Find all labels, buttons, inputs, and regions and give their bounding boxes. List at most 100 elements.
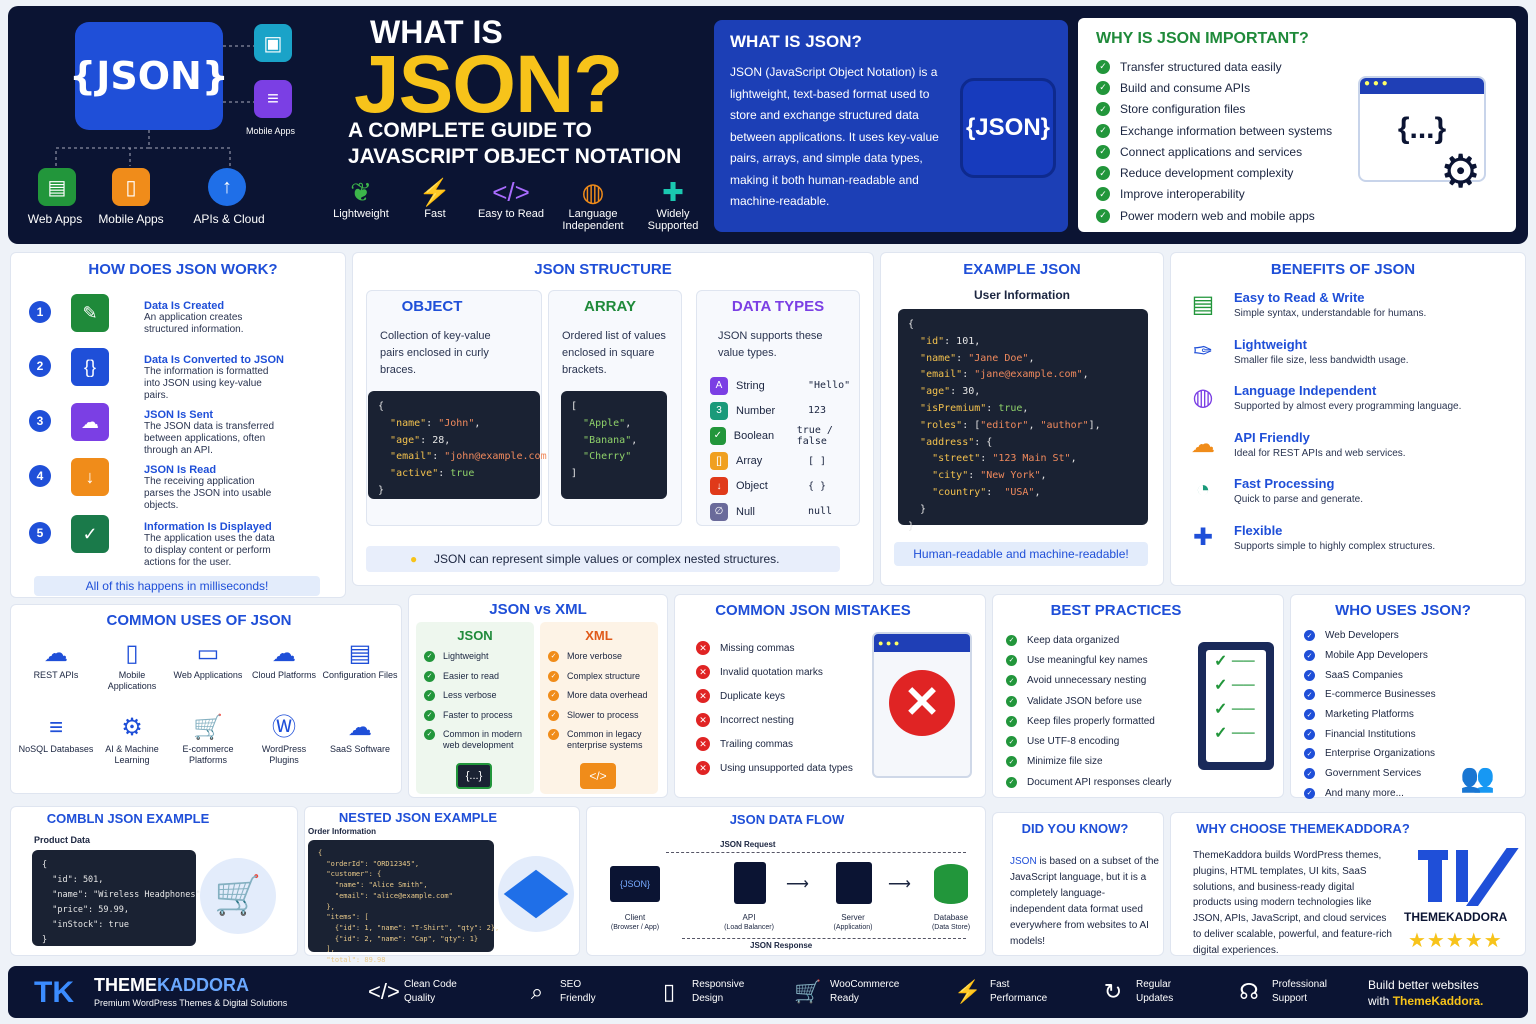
check-icon: ✓ [548,709,559,721]
check-icon: ✓ [1304,650,1315,662]
x-icon: ✕ [696,737,710,751]
section-title: COMMON USES OF JSON [106,612,292,629]
hero-title-big: JSON? [354,39,623,130]
x-icon: ✕ [696,665,710,679]
check-icon: ✓ [548,690,559,701]
section-title: EXAMPLE JSON [963,261,1081,278]
use-icon: ▯ [125,640,139,667]
section-title: NESTED JSON EXAMPLE [338,810,498,825]
datatype-icon: 3 [710,401,728,420]
choose-text: ThemeKaddora builds WordPress themes, pl… [1193,850,1392,956]
who-item: ✓E-commerce Businesses [1304,685,1504,705]
who-item: ✓And many more... [1304,784,1504,804]
gear-icon: ⚙ [1440,145,1482,197]
feature-item: ❦Lightweight [324,176,398,220]
datatype-icon: ↓ [710,477,728,496]
step-number: 2 [29,355,51,377]
xml-code-icon: </> [580,763,616,789]
common-example-subtitle: Product Data [34,835,91,845]
mistake-item: ✕Trailing commas [696,732,866,756]
did-you-know-card [992,812,1164,956]
best-practice-item: ✓Use UTF-8 encoding [1006,731,1196,751]
who-item: ✓SaaS Companies [1304,665,1504,685]
section-title: COMBLN JSON EXAMPLE [46,811,210,826]
what-text: JSON (JavaScript Object Notation) is a l… [730,65,939,208]
json-logo: {JSON} [69,22,229,130]
section-title: JSON STRUCTURE [534,261,672,278]
check-icon: ✓ [1006,654,1017,666]
flow-node: API(Load Balancer) [724,913,774,931]
product-code: { "id": 501, "name": "Wireless Headphone… [32,850,206,946]
use-item: ⚙AI & Machine Learning [94,712,170,766]
check-icon: ✓ [424,651,435,662]
step-number: 1 [29,301,51,323]
section-title: COMMON JSON MISTAKES [715,602,911,619]
target-label: APIs & Cloud [193,212,265,226]
phone-icon: ▯ [112,168,150,206]
clipboard-icon: ✓ ──✓ ──✓ ──✓ ── [1198,642,1274,770]
who-uses-card [1290,594,1526,798]
datatypes-title: DATA TYPES [731,298,825,315]
document-icon: ▤ [1191,291,1215,318]
check-icon: ✓ [1096,59,1110,74]
check-icon: ✓ [1096,144,1110,159]
check-icon: ✓ [1304,768,1315,780]
feature-item: ✚Widely Supported [636,176,710,232]
best-list: ✓Keep data organized✓Use meaningful key … [1006,630,1196,792]
best-practice-item: ✓Minimize file size [1006,752,1196,772]
refresh-icon: ↻ [1103,979,1123,1004]
check-icon: ✓ [1006,634,1017,646]
comparison-item: ✓Complex structure [548,670,650,691]
use-item: ▯Mobile Applications [94,638,170,692]
comparison-item: ✓More verbose [548,651,650,671]
lightning-icon: ⚡ [418,177,452,207]
comparison-item: ✓Faster to process [424,709,526,730]
step-number: 5 [29,522,51,544]
datatype-icon: ∅ [710,502,728,521]
nested-subtitle: Order Information [308,827,377,836]
object-title: OBJECT [401,298,463,315]
mistake-item: ✕Missing commas [696,636,866,660]
check-icon: ✓ [548,729,559,740]
lightning-icon: ⚡ [954,979,982,1004]
people-group-icon: 👥 [1460,762,1495,793]
use-item: ≡NoSQL Databases [18,714,94,754]
check-icon: ✓ [1006,756,1017,768]
check-icon: ✓ [1304,630,1315,642]
footer-bar [8,966,1528,1018]
use-item: ☁SaaS Software [322,712,398,755]
comparison-item: ✓Less verbose [424,690,526,710]
footer-logo-mark: TK [34,976,74,1009]
order-code: { "orderId": "ORD12345", "customer": { "… [308,840,499,975]
use-icon: ☁ [44,640,68,667]
check-icon: ✓ [424,709,435,721]
section-title: WHY CHOOSE THEMEKADDORA? [1196,821,1410,836]
structure-note: ●JSON can represent simple values or com… [366,546,840,572]
who-item: ✓Web Developers [1304,626,1504,646]
array-desc: Ordered list of values enclosed in squar… [562,330,666,376]
use-icon: ⚙ [121,714,143,741]
best-practice-item: ✓Keep files properly formatted [1006,711,1196,731]
check-icon: ✓ [1006,715,1017,727]
datatype-row: []Array[ ] [710,449,860,474]
object-code: { "name": "John", "age": 28, "email": "j… [368,391,559,499]
browser-icon: ▤ [38,168,76,206]
check-icon: ✓ [548,651,559,662]
comparison-item: ✓Lightweight [424,651,526,671]
datatype-icon: A [710,376,728,395]
laptop-icon: {JSON} [610,866,660,902]
who-item: ✓Financial Institutions [1304,724,1504,744]
flow-node: Database(Data Store) [931,913,971,931]
flow-response-label: JSON Response [750,941,813,950]
